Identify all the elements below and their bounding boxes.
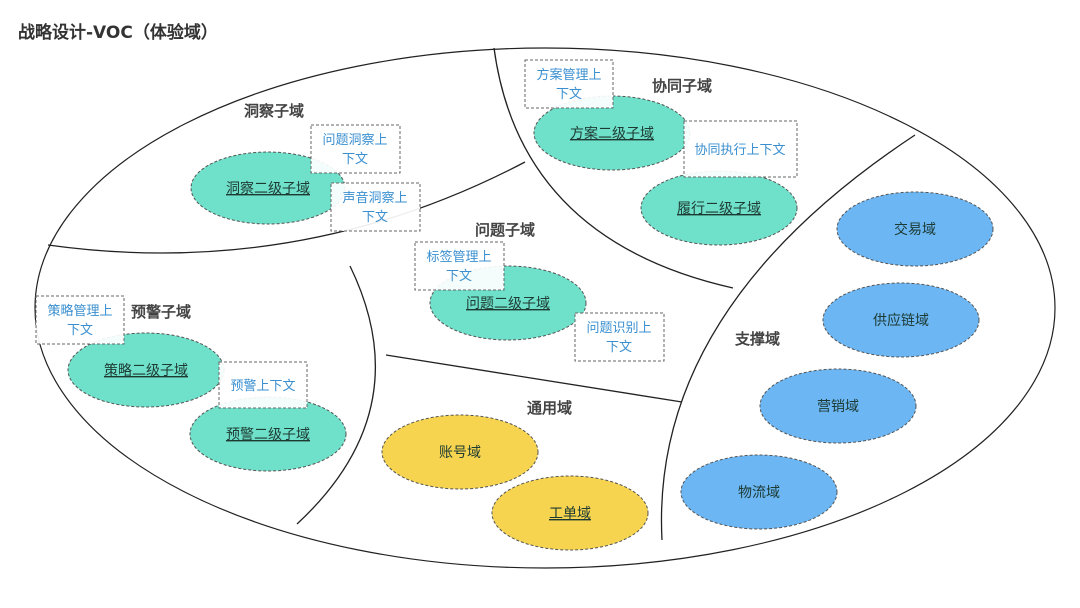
node-label-workorder: 工单域	[549, 506, 591, 522]
context-label-plan-mgmt-2: 下文	[556, 87, 582, 102]
region-label-warning: 预警子域	[131, 303, 191, 321]
node-warning-sub[interactable]	[189, 396, 347, 472]
context-box-plan-mgmt[interactable]	[524, 59, 614, 109]
context-label-voice-insight-1: 声音洞察上	[342, 190, 407, 206]
region-label-general: 通用域	[527, 399, 572, 417]
context-box-problem-insight[interactable]	[310, 124, 401, 174]
line-insight-bottom	[47, 161, 526, 254]
region-label-collab: 协同子域	[652, 77, 712, 95]
context-box-tag-mgmt[interactable]	[414, 241, 505, 291]
line-collab-boundary	[493, 47, 734, 289]
node-supply[interactable]	[822, 282, 980, 358]
region-label-insight: 洞察子域	[244, 102, 304, 120]
context-box-warning[interactable]	[218, 361, 308, 409]
node-label-supply: 供应链域	[873, 312, 929, 329]
context-label-collab-exec: 协同执行上下文	[694, 143, 785, 158]
line-warning-right	[296, 265, 376, 525]
node-label-perform-sub: 履行二级子域	[677, 201, 761, 217]
context-label-warning: 预警上下文	[230, 378, 295, 394]
context-label-tag-mgmt-1: 标签管理上	[426, 249, 491, 265]
context-label-tag-mgmt-2: 下文	[446, 269, 472, 284]
node-label-problem-sub: 问题二级子域	[466, 296, 550, 312]
region-label-problem: 问题子域	[475, 221, 535, 239]
node-logistics[interactable]	[680, 454, 838, 530]
context-label-plan-mgmt-1: 方案管理上	[536, 67, 601, 83]
node-label-plan-sub: 方案二级子域	[570, 125, 654, 142]
line-support-left	[660, 134, 916, 541]
line-general-top	[385, 354, 683, 403]
context-label-problem-insight-1: 问题洞察上	[322, 133, 387, 148]
context-box-problem-ident[interactable]	[574, 312, 665, 362]
node-account[interactable]	[381, 414, 539, 490]
context-label-strategy-mgmt-2: 下文	[67, 323, 93, 338]
context-label-problem-ident-1: 问题识别上	[586, 321, 651, 336]
node-label-strategy-sub: 策略二级子域	[104, 362, 188, 379]
page-title: 战略设计-VOC（体验域）	[18, 23, 218, 43]
context-label-problem-insight-2: 下文	[342, 152, 368, 167]
context-label-strategy-mgmt-1: 策略管理上	[47, 303, 112, 319]
node-marketing[interactable]	[759, 368, 917, 444]
partition-lines	[47, 47, 916, 541]
context-label-voice-insight-2: 下文	[362, 210, 388, 225]
outer-boundary	[34, 47, 1056, 569]
node-label-account: 账号域	[439, 445, 481, 461]
node-perform-sub[interactable]	[640, 170, 798, 246]
context-label-problem-ident-2: 下文	[606, 340, 632, 355]
region-label-support: 支撑域	[734, 330, 780, 348]
context-box-collab-exec[interactable]	[683, 120, 798, 178]
node-label-warning-sub: 预警二级子域	[226, 427, 310, 443]
node-label-marketing: 营销域	[817, 399, 859, 415]
node-label-trade: 交易域	[894, 221, 936, 238]
context-box-strategy-mgmt[interactable]	[35, 295, 125, 345]
node-label-logistics: 物流域	[738, 485, 780, 501]
node-trade[interactable]	[836, 191, 994, 267]
node-label-insight-sub: 洞察二级子域	[226, 180, 310, 197]
context-box-voice-insight[interactable]	[330, 182, 421, 232]
node-workorder[interactable]	[491, 475, 649, 551]
